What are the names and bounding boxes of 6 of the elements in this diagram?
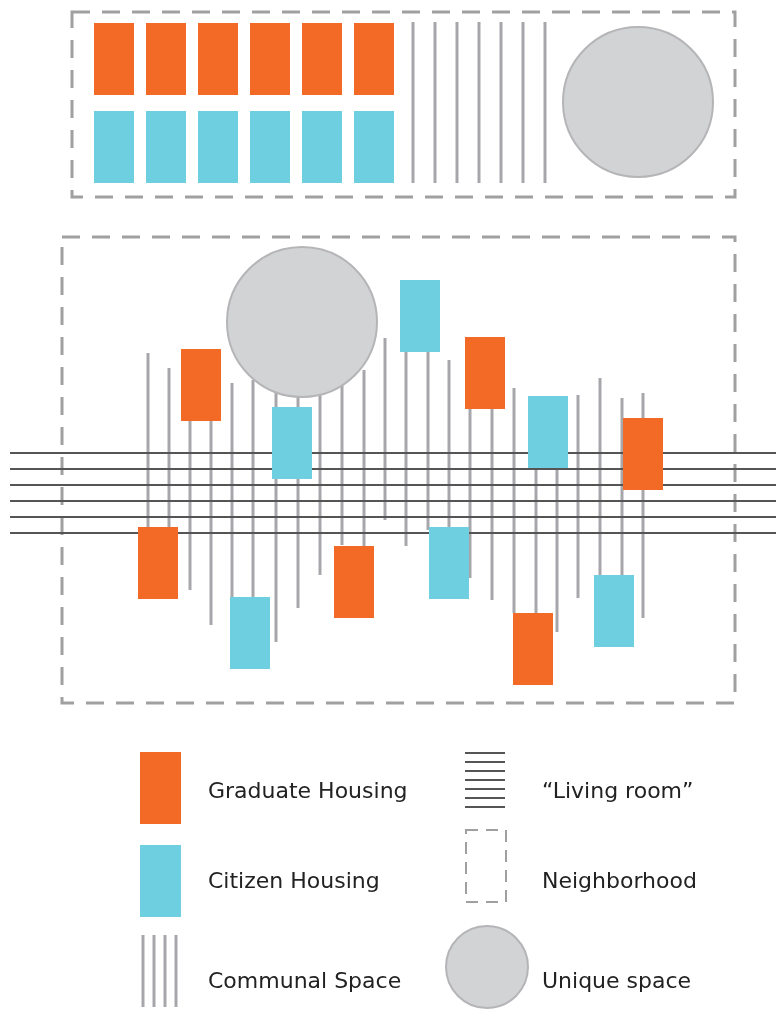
- legend-label: Communal Space: [208, 968, 402, 994]
- legend-label: Citizen Housing: [208, 868, 380, 894]
- legend-label: Graduate Housing: [208, 778, 408, 804]
- legend-label: “Living room”: [542, 778, 694, 804]
- legend-label: Unique space: [542, 968, 692, 994]
- legend-label: Neighborhood: [542, 868, 697, 894]
